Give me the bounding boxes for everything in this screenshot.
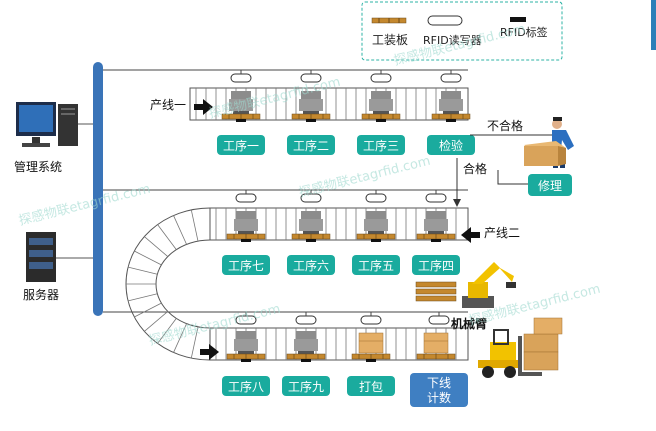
line3-station-2: 工序九: [282, 312, 330, 396]
station-box: [217, 135, 265, 155]
line1-label: 产线一: [150, 98, 186, 112]
rfid-tag: [446, 119, 456, 122]
legend-reader-label: RFID读写器: [423, 33, 482, 47]
rfid-reader: [365, 193, 387, 203]
station-label: 检验: [439, 138, 463, 153]
rfid-reader: [360, 315, 382, 325]
legend-reader-icon: [427, 15, 463, 26]
watermark-2: 探感物联etagrfid.com: [297, 153, 432, 201]
station-label: 工序七: [228, 258, 264, 273]
repair-label: 修理: [538, 178, 562, 193]
repair-link: [497, 170, 530, 185]
rfid-tag: [306, 239, 316, 242]
line2-station-4: 工序四: [412, 190, 460, 275]
counter-label-line1: 下线: [427, 376, 451, 390]
line3-station-1: 工序八: [222, 312, 270, 396]
line2-label: 产线二: [484, 226, 520, 240]
edge-accent: [651, 0, 656, 50]
rfid-tag: [431, 239, 441, 242]
station-label: 工序八: [228, 379, 264, 394]
station-label: 工序三: [363, 138, 399, 153]
forklift-icon: [478, 317, 563, 378]
network-bus: [93, 62, 103, 316]
station-box: [427, 135, 475, 155]
pass-label: 合格: [463, 161, 487, 176]
line3-station-3: 打包: [347, 312, 395, 396]
rfid-tag: [301, 359, 311, 362]
station-box: [287, 255, 335, 275]
line2-station-2: 工序六: [287, 190, 335, 275]
line1-station-4: 检验: [427, 70, 475, 155]
legend-pallet-label: 工装板: [372, 33, 408, 47]
station-box: [287, 135, 335, 155]
rfid-tag: [366, 359, 376, 362]
rfid-reader: [425, 193, 447, 203]
station-label: 工序二: [293, 138, 329, 153]
line2-station-1: 工序七: [222, 190, 270, 275]
server-icon: [26, 232, 56, 282]
legend-pallet-icon: [371, 17, 407, 24]
line1-station-2: 工序二: [287, 70, 335, 155]
server-label: 服务器: [23, 287, 59, 302]
rfid-reader: [428, 315, 450, 325]
cardboard-box-icon: [524, 141, 566, 166]
legend: 工装板 RFID读写器 RFID标签: [361, 1, 563, 61]
line1-stations: 工序一 工序二 工序三 检验: [217, 70, 475, 155]
rfid-reader: [370, 73, 392, 83]
line1-station-3: 工序三: [357, 70, 405, 155]
station-label: 工序五: [358, 258, 394, 273]
counter-label-line2: 计数: [427, 390, 451, 405]
rfid-tag: [241, 239, 251, 242]
management-label: 管理系统: [14, 159, 62, 174]
line1-entry-arrow: [194, 99, 213, 115]
rfid-reader: [440, 73, 462, 83]
robot-arm-icon: [462, 262, 516, 308]
station-label: 工序六: [293, 258, 329, 273]
line3-entry-arrow: [200, 344, 219, 360]
legend-tag-icon: [510, 17, 526, 22]
station-label: 工序一: [223, 138, 259, 153]
rfid-tag: [306, 119, 316, 122]
pallet-stack-icon: [415, 281, 457, 302]
conveyor-curve: [125, 207, 211, 361]
station-box: [347, 376, 395, 396]
line2-stations: 工序七 工序六 工序五 工序四: [222, 190, 460, 275]
station-label: 打包: [359, 380, 383, 394]
rfid-reader: [295, 315, 317, 325]
rfid-tag: [371, 239, 381, 242]
rfid-reader: [235, 193, 257, 203]
robot-arm-label: 机械臂: [451, 316, 487, 331]
legend-border: [361, 1, 563, 61]
reject-label: 不合格: [487, 118, 523, 133]
computer-icon: [16, 102, 78, 147]
legend-tag-label: RFID标签: [500, 25, 548, 39]
line3-station-4: [416, 312, 456, 360]
line1-station-1: 工序一: [217, 70, 265, 155]
station-label: 工序九: [288, 379, 324, 394]
station-box: [282, 376, 330, 396]
rfid-tag: [376, 119, 386, 122]
line2-station-3: 工序五: [352, 190, 400, 275]
station-box: [412, 255, 460, 275]
station-box: [222, 255, 270, 275]
line3-stations: 工序八 工序九 打包: [222, 312, 456, 396]
station-label: 工序四: [418, 258, 454, 273]
watermark-1: 探感物联etagrfid.com: [17, 181, 152, 229]
station-box: [357, 135, 405, 155]
repair-box: [528, 174, 572, 196]
rfid-reader: [230, 73, 252, 83]
rfid-tag: [236, 119, 246, 122]
rfid-tag: [241, 359, 251, 362]
counter-box: [410, 373, 468, 407]
station-box: [222, 376, 270, 396]
line2-entry-arrow: [461, 227, 480, 243]
station-box: [352, 255, 400, 275]
